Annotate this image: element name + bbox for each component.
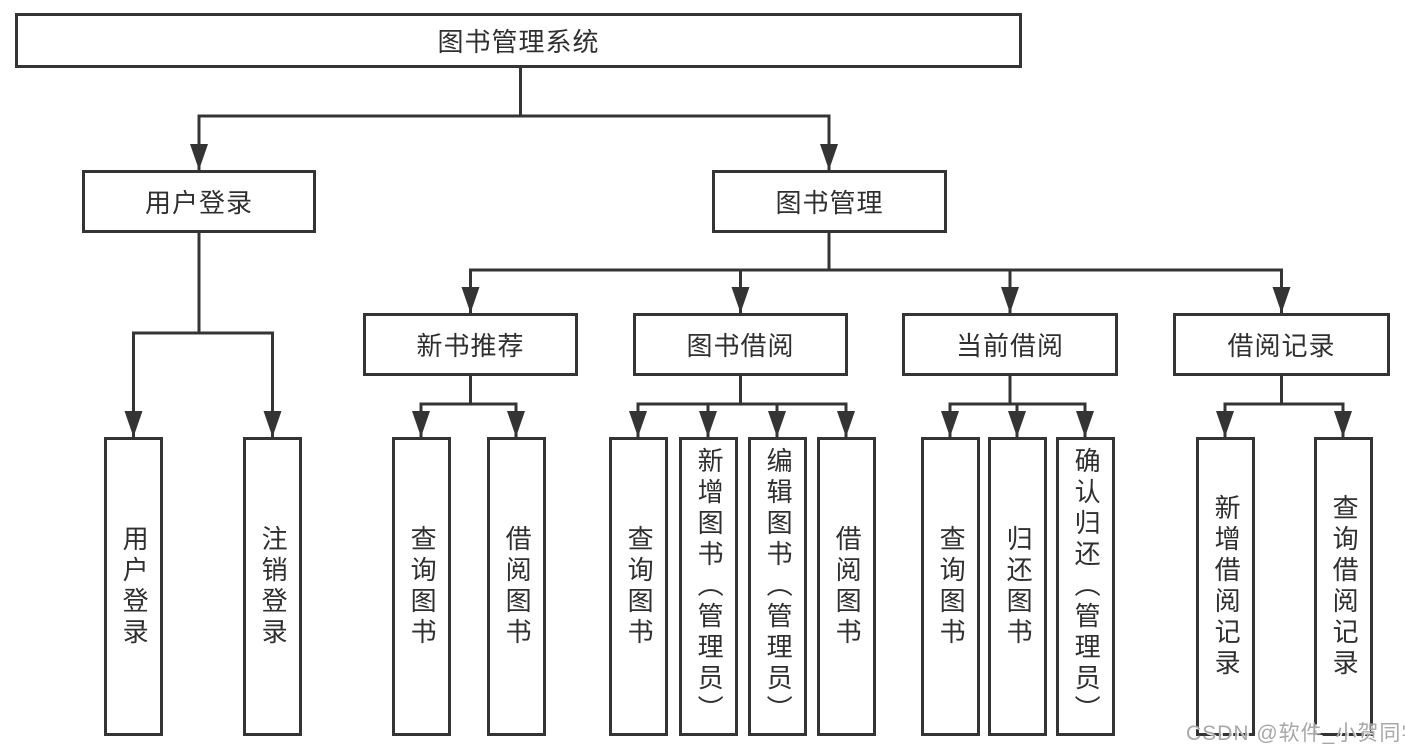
leaf-borrow-books-recommend: 借阅图书 — [487, 437, 546, 736]
node-book-management: 图书管理 — [712, 170, 947, 233]
leaf-query-borrow-record-label: 查询借阅记录 — [1329, 493, 1360, 680]
leaf-borrow-books-label: 借阅图书 — [832, 524, 863, 649]
leaf-add-borrow-record: 新增借阅记录 — [1196, 437, 1255, 736]
leaf-add-books-admin-label: 新增图书（管理员） — [694, 447, 725, 726]
node-user-login: 用户登录 — [82, 170, 316, 233]
node-book-borrow: 图书借阅 — [633, 313, 848, 376]
leaf-user-login-label: 用户登录 — [119, 524, 150, 649]
csdn-watermark: CSDN @软件_小贺同学 — [1186, 722, 1405, 745]
leaf-logout-label: 注销登录 — [258, 524, 289, 649]
leaf-borrow-books-recommend-label: 借阅图书 — [502, 524, 533, 649]
node-current-borrow: 当前借阅 — [902, 313, 1118, 376]
leaf-logout: 注销登录 — [243, 437, 302, 736]
leaf-query-books-current: 查询图书 — [921, 437, 980, 736]
node-new-book-recommend: 新书推荐 — [363, 313, 578, 376]
node-library-management-system: 图书管理系统 — [15, 13, 1022, 68]
leaf-add-borrow-record-label: 新增借阅记录 — [1211, 493, 1242, 680]
node-borrow-records: 借阅记录 — [1173, 313, 1390, 376]
leaf-query-books-borrow: 查询图书 — [609, 437, 668, 736]
leaf-query-books-recommend: 查询图书 — [392, 437, 451, 736]
leaf-confirm-return-admin-label: 确认归还（管理员） — [1071, 447, 1102, 726]
leaf-query-books-current-label: 查询图书 — [936, 524, 967, 649]
leaf-edit-books-admin-label: 编辑图书（管理员） — [763, 447, 794, 726]
leaf-query-borrow-record: 查询借阅记录 — [1314, 437, 1373, 736]
leaf-borrow-books: 借阅图书 — [817, 437, 876, 736]
leaf-user-login: 用户登录 — [104, 437, 163, 736]
leaf-return-books: 归还图书 — [988, 437, 1047, 736]
leaf-confirm-return-admin: 确认归还（管理员） — [1056, 437, 1115, 736]
leaf-query-books-borrow-label: 查询图书 — [624, 524, 655, 649]
leaf-add-books-admin: 新增图书（管理员） — [679, 437, 738, 736]
leaf-query-books-recommend-label: 查询图书 — [407, 524, 438, 649]
leaf-edit-books-admin: 编辑图书（管理员） — [748, 437, 807, 736]
leaf-return-books-label: 归还图书 — [1003, 524, 1034, 649]
